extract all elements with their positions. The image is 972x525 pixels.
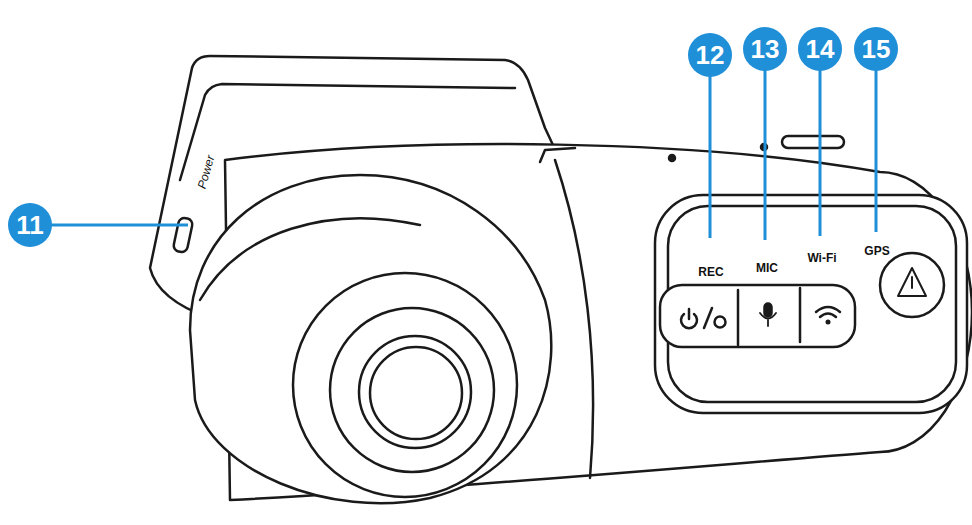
lens-ring [330, 308, 494, 472]
callout-circle: 14 [798, 27, 842, 71]
indicator-label: REC [698, 265, 723, 279]
mic-icon [764, 303, 772, 317]
callout-number: 14 [798, 27, 842, 71]
card-slot [782, 136, 844, 148]
button-panel [655, 195, 967, 413]
wifi-icon [816, 307, 840, 312]
indicator-label: MIC [756, 261, 778, 275]
power-port [173, 217, 194, 253]
callout-circle: 11 [8, 203, 52, 247]
callout-circle: 15 [854, 27, 898, 71]
lens-ring [359, 336, 471, 448]
lens-ring [293, 273, 517, 497]
button-strip [660, 285, 855, 347]
power-icon [704, 308, 712, 328]
leader-line [709, 76, 712, 238]
emergency-button [880, 253, 944, 317]
leader-line [819, 70, 822, 236]
callout-number: 15 [854, 27, 898, 71]
lens-glass [370, 347, 462, 439]
leader-line [50, 224, 188, 227]
warning-icon [898, 268, 926, 296]
power-icon [688, 309, 691, 319]
callout-circle: 12 [688, 33, 732, 77]
callout-circle-fill [688, 33, 732, 77]
callout-number: 12 [688, 33, 732, 77]
button-divider [799, 288, 802, 342]
body-seam [555, 160, 593, 478]
mic-icon [760, 313, 776, 319]
wifi-icon [820, 314, 836, 318]
indicator-label: GPS [864, 244, 889, 258]
wifi-icon [826, 320, 831, 325]
callout-circle-fill [798, 27, 842, 71]
callout-circle-fill [854, 27, 898, 71]
lens-housing [190, 175, 551, 503]
mark-dot [669, 155, 675, 161]
button-divider [737, 290, 740, 345]
indicator-label: Wi-Fi [807, 251, 836, 265]
warning-icon [911, 277, 913, 288]
callout-number: 13 [743, 27, 787, 71]
mic-icon [767, 320, 769, 326]
leader-line [875, 70, 878, 232]
callout-circle: 13 [743, 27, 787, 71]
power-icon [715, 317, 726, 328]
callout-circle-fill [8, 203, 52, 247]
callout-circle-fill [743, 27, 787, 71]
leader-line [764, 70, 767, 240]
callout-number: 11 [8, 203, 52, 247]
body-seam [540, 148, 575, 162]
